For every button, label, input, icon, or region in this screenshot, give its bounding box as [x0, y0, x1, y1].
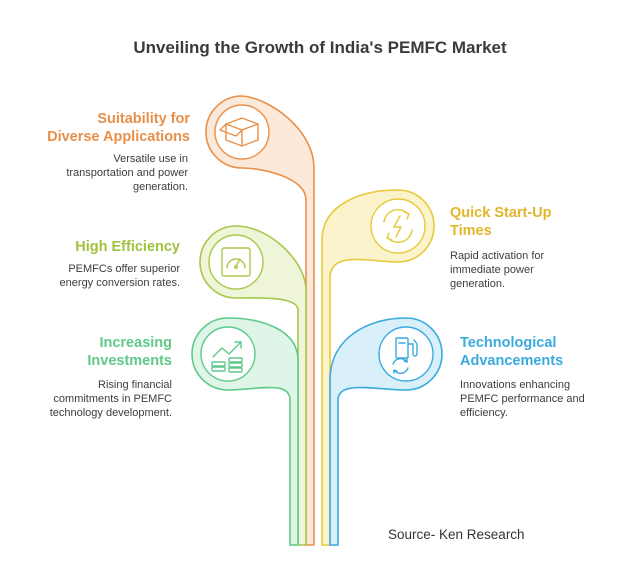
description-technological: Innovations enhancing PEMFC performance …	[460, 379, 585, 419]
branch-technological-icon-circle	[378, 326, 434, 382]
fuel-pump-cycle-icon	[392, 337, 418, 374]
description-investments: Rising financial commitments in PEMFC te…	[49, 379, 172, 419]
heading-technological: Technological Advancements	[460, 335, 564, 369]
growth-chart-coins-icon	[211, 341, 243, 373]
page-title: Unveiling the Growth of India's PEMFC Ma…	[133, 38, 507, 57]
branch-quick-startup	[321, 189, 435, 546]
branch-technological	[329, 317, 443, 546]
branch-quick-startup-icon-circle	[370, 198, 426, 254]
source-credit: Source- Ken Research	[388, 527, 525, 542]
description-suitability: Versatile use in transportation and powe…	[66, 153, 188, 193]
heading-high-efficiency: High Efficiency	[75, 239, 180, 255]
branch-high-efficiency-icon-circle	[208, 234, 264, 290]
refresh-bolt-icon	[383, 208, 413, 244]
heading-quick-startup: Quick Start-Up Times	[450, 205, 552, 239]
branch-investments	[191, 317, 299, 546]
description-quick-startup: Rapid activation for immediate power gen…	[450, 250, 545, 290]
branch-high-efficiency	[199, 225, 307, 546]
gauge-icon	[221, 247, 251, 277]
description-high-efficiency: PEMFCs offer superior energy conversion …	[59, 263, 180, 289]
heading-suitability: Suitability for Diverse Applications	[47, 111, 190, 145]
branch-suitability	[205, 95, 315, 546]
box-open-icon	[219, 117, 259, 147]
heading-investments: Increasing Investments	[87, 335, 172, 369]
